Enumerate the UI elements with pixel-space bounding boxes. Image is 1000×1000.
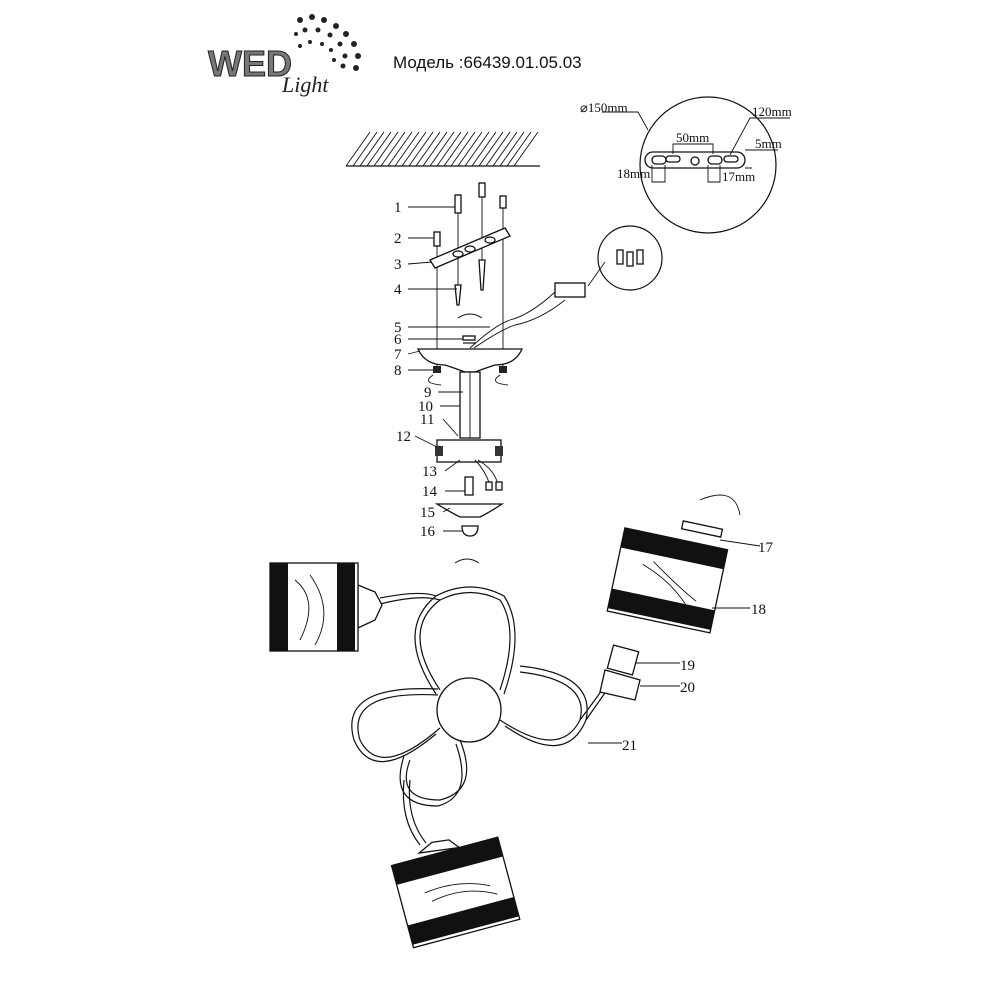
hatch-stroke xyxy=(464,131,490,167)
leader-lines xyxy=(407,206,761,744)
hatch-stroke xyxy=(415,131,441,167)
hatch-stroke xyxy=(352,131,378,167)
canopy-assembly xyxy=(417,182,741,564)
part-labels: 1 2 3 4 5 6 7 8 9 10 11 12 13 14 15 16 1… xyxy=(394,200,774,754)
model-number: Модель :66439.01.05.03 xyxy=(393,53,582,72)
hatch-stroke xyxy=(513,131,539,167)
hatch-stroke xyxy=(380,131,406,167)
dim-length: 120mm xyxy=(752,104,792,119)
part-label-1: 1 xyxy=(394,200,402,216)
dim-diameter: ⌀150mm xyxy=(580,100,628,115)
socket-assembly xyxy=(599,644,641,701)
hatch-stroke xyxy=(345,131,371,167)
hatch-stroke xyxy=(506,131,532,167)
ceiling-hatch xyxy=(345,131,540,167)
hatch-stroke xyxy=(359,131,385,167)
hatch-stroke xyxy=(436,131,462,167)
hatch-stroke xyxy=(408,131,434,167)
part-label-17: 17 xyxy=(758,540,774,556)
hatch-stroke xyxy=(485,131,511,167)
glass-ring xyxy=(680,520,724,538)
dim-right-offset: 17mm xyxy=(722,169,755,184)
part-label-4: 4 xyxy=(394,282,402,298)
hatch-stroke xyxy=(471,131,497,167)
part-label-12: 12 xyxy=(396,429,411,445)
hatch-stroke xyxy=(373,131,399,167)
brand-logo: WED Light xyxy=(208,14,361,97)
part-label-11: 11 xyxy=(420,412,434,428)
part-label-8: 8 xyxy=(394,363,402,379)
shade-left xyxy=(269,562,383,652)
hatch-stroke xyxy=(394,131,420,167)
logo-dots-icon xyxy=(294,14,361,71)
hatch-stroke xyxy=(422,131,448,167)
part-label-19: 19 xyxy=(680,658,695,674)
logo-script-text: Light xyxy=(281,72,329,97)
part-label-13: 13 xyxy=(422,464,437,480)
hatch-stroke xyxy=(478,131,504,167)
hatch-stroke xyxy=(401,131,427,167)
hatch-stroke xyxy=(443,131,469,167)
logo-brand-text: WED xyxy=(208,43,292,84)
part-label-16: 16 xyxy=(420,524,436,540)
shade-right xyxy=(606,527,729,634)
part-label-21: 21 xyxy=(622,738,637,754)
hatch-stroke xyxy=(492,131,518,167)
chandelier-frame xyxy=(351,586,608,846)
hatch-stroke xyxy=(457,131,483,167)
hatch-stroke xyxy=(366,131,392,167)
dim-left-offset: 18mm xyxy=(617,166,650,181)
hatch-stroke xyxy=(450,131,476,167)
hatch-stroke xyxy=(387,131,413,167)
part-label-15: 15 xyxy=(420,505,435,521)
part-label-14: 14 xyxy=(422,484,438,500)
dim-hole-spacing: 50mm xyxy=(676,130,709,145)
part-label-2: 2 xyxy=(394,231,402,247)
part-label-6: 6 xyxy=(394,332,402,348)
part-label-5: 5 xyxy=(394,320,402,336)
part-label-18: 18 xyxy=(751,602,766,618)
part-label-10: 10 xyxy=(418,399,433,415)
hatch-stroke xyxy=(499,131,525,167)
hatch-stroke xyxy=(429,131,455,167)
part-label-9: 9 xyxy=(424,385,432,401)
dim-thickness: 5mm xyxy=(755,136,782,151)
mounting-plate-detail: ⌀150mm 120mm 50mm 5mm 18mm 17mm xyxy=(580,96,792,234)
part-label-7: 7 xyxy=(394,347,402,363)
part-label-20: 20 xyxy=(680,680,695,696)
shade-bottom xyxy=(390,836,521,949)
part-label-3: 3 xyxy=(394,257,402,273)
